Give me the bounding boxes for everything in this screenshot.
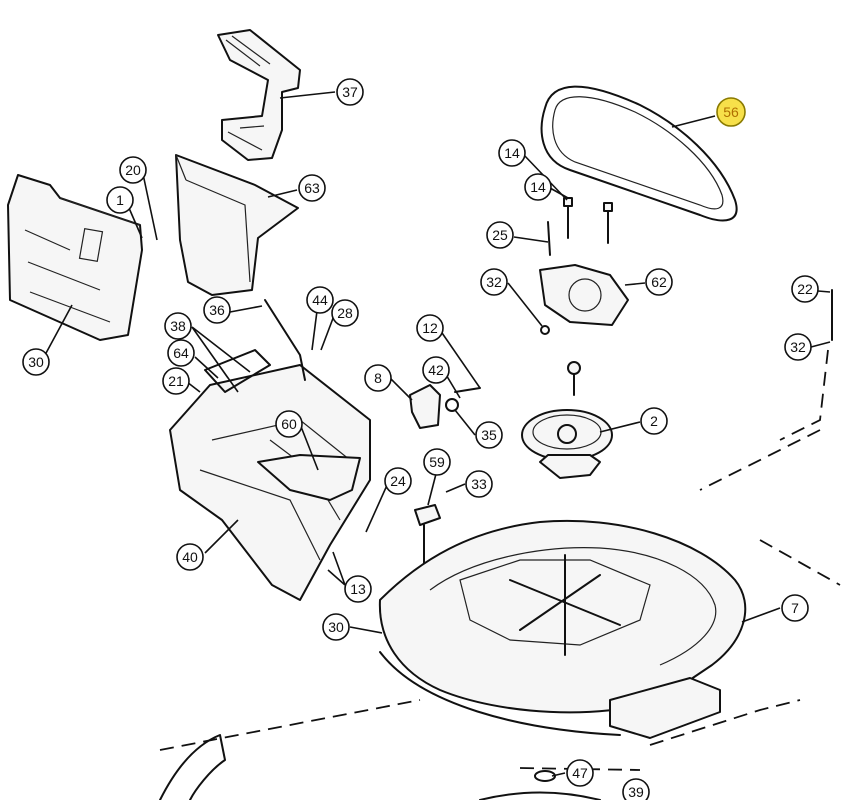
callout-label: 1: [116, 192, 124, 208]
part-7-deck: [378, 519, 747, 739]
callout-14-upper[interactable]: 14: [498, 139, 526, 167]
callout-label: 35: [481, 427, 497, 443]
callout-25[interactable]: 25: [486, 221, 514, 249]
leader-lines: [44, 91, 831, 777]
callout-39[interactable]: 39: [622, 778, 650, 800]
callout-label: 64: [173, 345, 189, 361]
callout-label: 7: [791, 600, 799, 616]
callout-24[interactable]: 24: [384, 467, 412, 495]
callout-label: 22: [797, 281, 813, 297]
callout-label: 32: [486, 274, 502, 290]
callout-label: 2: [650, 413, 658, 429]
callout-label: 39: [628, 784, 644, 800]
callout-label: 42: [428, 362, 444, 378]
callout-label: 25: [492, 227, 508, 243]
part-62-plate: [539, 264, 629, 335]
callout-label: 37: [342, 84, 358, 100]
assembly-lines: [159, 429, 841, 771]
callout-label: 56: [723, 104, 739, 120]
callout-38[interactable]: 38: [164, 312, 192, 340]
callout-37[interactable]: 37: [336, 78, 364, 106]
callout-63[interactable]: 63: [298, 174, 326, 202]
part-37-bracket: [217, 29, 301, 161]
callout-2[interactable]: 2: [640, 407, 668, 435]
callout-label: 13: [350, 581, 366, 597]
part-2-pulley: [521, 361, 613, 479]
callout-label: 59: [429, 454, 445, 470]
callout-label: 32: [790, 339, 806, 355]
callout-label: 21: [168, 373, 184, 389]
callout-42[interactable]: 42: [422, 356, 450, 384]
callout-21[interactable]: 21: [162, 367, 190, 395]
callout-40[interactable]: 40: [176, 543, 204, 571]
callout-32-upper[interactable]: 32: [480, 268, 508, 296]
callout-label: 14: [504, 145, 520, 161]
callout-32-right[interactable]: 32: [784, 333, 812, 361]
callout-label: 33: [471, 476, 487, 492]
callout-62[interactable]: 62: [645, 268, 673, 296]
callout-label: 30: [28, 354, 44, 370]
callout-label: 47: [572, 765, 588, 781]
callout-22[interactable]: 22: [791, 275, 819, 303]
callout-44[interactable]: 44: [306, 286, 334, 314]
part-36-link: [204, 299, 306, 393]
part-63-shield: [175, 154, 299, 296]
callout-13[interactable]: 13: [344, 575, 372, 603]
part-56-belt: [540, 85, 738, 222]
callout-label: 63: [304, 180, 320, 196]
callout-35[interactable]: 35: [475, 421, 503, 449]
part-60-bracket: [257, 454, 361, 501]
callout-label: 62: [651, 274, 667, 290]
callout-8[interactable]: 8: [364, 364, 392, 392]
callout-56-highlighted[interactable]: 56: [716, 97, 746, 127]
callout-label: 28: [337, 305, 353, 321]
callout-label: 36: [209, 302, 225, 318]
callout-14-lower[interactable]: 14: [524, 173, 552, 201]
part-22-shaft: [779, 289, 833, 441]
callout-36[interactable]: 36: [203, 296, 231, 324]
callout-47[interactable]: 47: [566, 759, 594, 787]
part-14-bolts: [547, 197, 613, 256]
callout-59[interactable]: 59: [423, 448, 451, 476]
callout-label: 40: [182, 549, 198, 565]
callout-33[interactable]: 33: [465, 470, 493, 498]
callout-12[interactable]: 12: [416, 314, 444, 342]
callout-label: 30: [328, 619, 344, 635]
part-30-plate: [7, 174, 143, 341]
callout-30-deck[interactable]: 30: [322, 613, 350, 641]
callout-label: 14: [530, 179, 546, 195]
callout-30-left[interactable]: 30: [22, 348, 50, 376]
part-8-bracket: [409, 384, 481, 429]
callout-label: 20: [125, 162, 141, 178]
callout-label: 60: [281, 416, 297, 432]
callout-64[interactable]: 64: [167, 339, 195, 367]
callout-20[interactable]: 20: [119, 156, 147, 184]
callout-label: 12: [422, 320, 438, 336]
callout-label: 24: [390, 473, 406, 489]
callout-label: 8: [374, 370, 382, 386]
callout-60[interactable]: 60: [275, 410, 303, 438]
callout-28[interactable]: 28: [331, 299, 359, 327]
callout-1[interactable]: 1: [106, 186, 134, 214]
callout-7[interactable]: 7: [781, 594, 809, 622]
callout-label: 44: [312, 292, 328, 308]
callout-label: 38: [170, 318, 186, 334]
